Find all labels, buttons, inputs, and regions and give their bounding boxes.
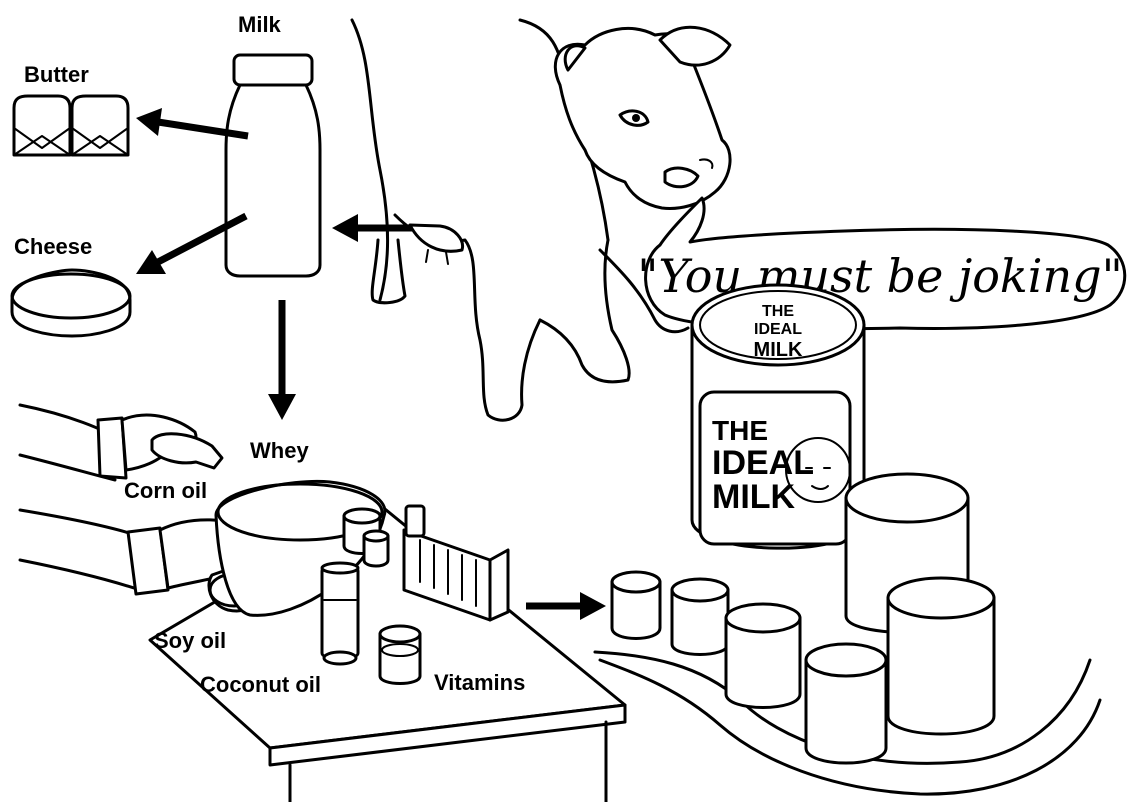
- can-lid-line-3: MILK: [754, 339, 803, 361]
- can-front-line-2: IDEAL: [712, 444, 814, 482]
- cheese-label: Cheese: [14, 234, 92, 259]
- whey-label: Whey: [250, 438, 309, 463]
- milk-bottle: Milk: [226, 12, 320, 276]
- coconut-oil-label: Coconut oil: [200, 672, 321, 697]
- butter: Butter: [14, 62, 128, 155]
- graduated-cylinder: [322, 563, 358, 664]
- butter-label: Butter: [24, 62, 89, 87]
- upper-hand-pouring: [20, 405, 222, 480]
- container-medium-2: [806, 644, 886, 763]
- cow: [352, 20, 730, 420]
- ideal-milk-can: THE IDEAL MILK THE IDEAL MILK: [692, 285, 864, 548]
- can-front-line-3: MILK: [712, 478, 796, 516]
- vitamin-beaker: [380, 626, 420, 684]
- arrow-to-containers: [526, 592, 606, 620]
- container-small-1: [612, 572, 660, 639]
- speech-bubble-text: "You must be joking": [637, 249, 1123, 303]
- container-medium-1: [726, 604, 800, 708]
- cheese: Cheese: [12, 234, 130, 336]
- container-small-2: [672, 579, 728, 655]
- vitamins-label: Vitamins: [434, 670, 525, 695]
- small-cup-2: [364, 531, 388, 566]
- can-lid-line-2: IDEAL: [754, 321, 802, 338]
- corn-oil-label: Corn oil: [124, 478, 207, 503]
- can-lid-line-1: THE: [762, 303, 794, 320]
- milk-label: Milk: [238, 12, 282, 37]
- soy-oil-label: Soy oil: [154, 628, 226, 653]
- can-front-line-1: THE: [712, 415, 768, 446]
- arrow-milk-to-whey: [268, 300, 296, 420]
- container-large: [888, 578, 994, 734]
